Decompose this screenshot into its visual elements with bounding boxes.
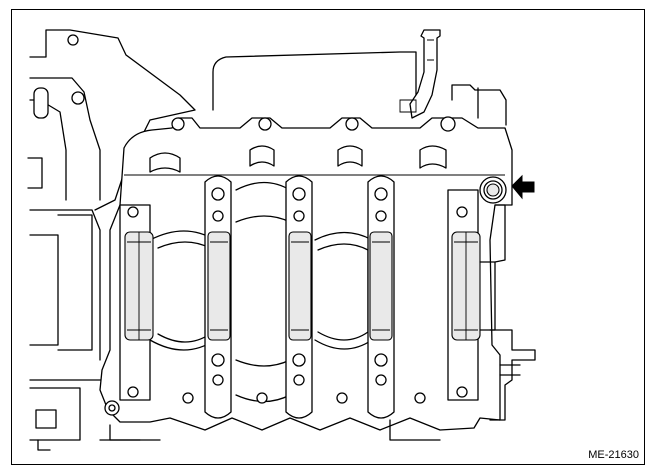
bearing-journals [124,231,481,341]
upper-bolt-bosses [124,116,505,176]
oil-gauge-guide-tube [399,29,441,119]
right-end-housing [451,84,536,421]
upper-housing-outline [212,51,417,111]
figure-code: ME-21630 [588,449,639,461]
lower-deck-holes [104,392,441,441]
pointer-arrow [511,174,535,200]
oil-plug [479,176,507,204]
